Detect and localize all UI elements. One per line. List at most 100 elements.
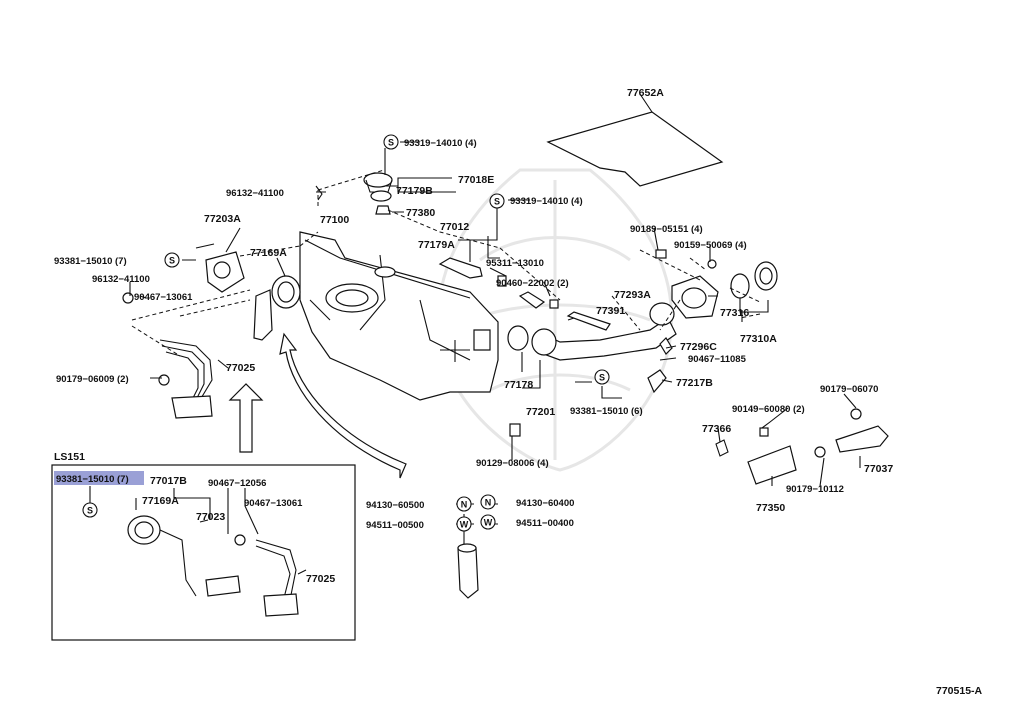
label-77316[interactable]: 77316 xyxy=(720,307,749,319)
inset-title: LS151 xyxy=(54,451,85,463)
fuel-pump[interactable] xyxy=(457,543,479,599)
label-94130-60400[interactable]: 94130−60400 xyxy=(516,498,574,509)
pump-bracket-77203A[interactable] xyxy=(195,243,245,293)
filler-neck-77293A[interactable] xyxy=(649,275,719,326)
arrow-to-tank xyxy=(279,332,407,479)
label-96132-41100-left[interactable]: 96132−41100 xyxy=(92,274,150,285)
label-77201[interactable]: 77201 xyxy=(526,406,555,418)
hose-77296C[interactable] xyxy=(659,337,673,355)
inset-label-90467-12056[interactable]: 90467−12056 xyxy=(208,478,266,489)
gasket-77178[interactable] xyxy=(507,325,529,351)
label-77310A[interactable]: 77310A xyxy=(740,333,777,345)
svg-text:N: N xyxy=(461,500,468,510)
label-77293A[interactable]: 77293A xyxy=(614,289,651,301)
inset-clip[interactable] xyxy=(234,534,246,546)
svg-text:W: W xyxy=(484,518,493,528)
label-77203A[interactable]: 77203A xyxy=(204,213,241,225)
label-94130-60500[interactable]: 94130−60500 xyxy=(366,500,424,511)
spring-77366[interactable] xyxy=(715,439,729,457)
label-77037[interactable]: 77037 xyxy=(864,463,893,475)
label-95311-13010[interactable]: 95311−13010 xyxy=(486,258,544,269)
label-77179B[interactable]: 77179B xyxy=(396,185,433,197)
label-77296C[interactable]: 77296C xyxy=(680,341,717,353)
inset-label-77017B[interactable]: 77017B xyxy=(150,475,187,487)
label-90159-50069[interactable]: 90159−50069 (4) xyxy=(674,240,747,251)
label-93319-14010-a[interactable]: 93319−14010 (4) xyxy=(404,138,477,149)
label-94511-00400[interactable]: 94511−00400 xyxy=(516,518,574,529)
label-90179-06070[interactable]: 90179−06070 xyxy=(820,384,878,395)
clip-96132-41100-top[interactable] xyxy=(315,185,323,201)
symbol-s-93381-6: S xyxy=(594,369,610,385)
label-90460-22002[interactable]: 90460−22002 (2) xyxy=(496,278,569,289)
symbol-w-right: W xyxy=(480,514,496,530)
label-90467-13061[interactable]: 90467−13061 xyxy=(134,292,193,303)
label-77217B[interactable]: 77217B xyxy=(676,377,713,389)
inset-label-77025[interactable]: 77025 xyxy=(306,573,335,585)
label-96132-41100-top[interactable]: 96132−41100 xyxy=(226,188,284,199)
label-90467-11085[interactable]: 90467−11085 xyxy=(688,354,747,365)
bolt-90129-08006[interactable] xyxy=(509,423,521,437)
label-77012[interactable]: 77012 xyxy=(440,221,469,233)
label-77391[interactable]: 77391 xyxy=(596,305,625,317)
breather-hose-77012[interactable] xyxy=(438,257,546,309)
label-90189-05151[interactable]: 90189−05151 (4) xyxy=(630,224,703,235)
svg-text:N: N xyxy=(485,498,492,508)
fuel-cap-77310A[interactable] xyxy=(730,261,778,299)
symbol-s-93381-left: S xyxy=(164,252,180,268)
fuel-lines-77025[interactable] xyxy=(159,339,213,419)
label-77018E[interactable]: 77018E xyxy=(458,174,494,186)
symbol-s-inset: S xyxy=(82,502,98,518)
label-90179-10112[interactable]: 90179−10112 xyxy=(786,484,844,495)
clip-90467-13061[interactable] xyxy=(122,292,134,304)
nut-90179-06009[interactable] xyxy=(158,374,170,386)
inset-fuel-lines[interactable] xyxy=(255,539,299,617)
sender-gauge-77018E[interactable] xyxy=(363,172,393,202)
svg-text:S: S xyxy=(494,197,500,207)
fuel-tank[interactable] xyxy=(299,231,499,401)
arrow-to-pump xyxy=(228,383,264,453)
filler-pipe-77201[interactable] xyxy=(531,315,677,361)
label-93381-15010-7[interactable]: 93381−15010 (7) xyxy=(54,256,127,267)
label-93319-14010-b[interactable]: 93319−14010 (4) xyxy=(510,196,583,207)
inset-label-77169A[interactable]: 77169A xyxy=(142,495,179,507)
opener-77037[interactable] xyxy=(814,408,889,458)
symbol-w-left: W xyxy=(456,516,472,532)
inset-label-77023[interactable]: 77023 xyxy=(196,511,225,523)
grommet-77380[interactable] xyxy=(375,205,391,215)
clip-90460-22002[interactable] xyxy=(549,299,559,309)
label-90149-60080[interactable]: 90149−60080 (2) xyxy=(732,404,805,415)
inset-pump-assembly[interactable] xyxy=(127,515,241,597)
inset-label-93381-15010-7[interactable]: 93381−15010 (7) xyxy=(56,474,129,485)
svg-text:S: S xyxy=(599,373,605,383)
label-77366[interactable]: 77366 xyxy=(702,423,731,435)
svg-text:S: S xyxy=(87,506,93,516)
gasket-77169A[interactable] xyxy=(271,275,301,309)
label-77350[interactable]: 77350 xyxy=(756,502,785,514)
screw-90149-60080[interactable] xyxy=(759,427,769,437)
label-77100[interactable]: 77100 xyxy=(320,214,349,226)
label-90129-08006[interactable]: 90129−08006 (4) xyxy=(476,458,549,469)
hose-77217B[interactable] xyxy=(647,369,667,394)
label-93381-15010-6[interactable]: 93381−15010 (6) xyxy=(570,406,643,417)
label-77179A[interactable]: 77179A xyxy=(418,239,455,251)
screw-90159-50069[interactable] xyxy=(707,259,717,269)
svg-text:S: S xyxy=(388,138,394,148)
fuel-door-77350[interactable] xyxy=(747,445,797,485)
label-90179-06009[interactable]: 90179−06009 (2) xyxy=(56,374,129,385)
highlight-93381-15010[interactable] xyxy=(54,471,144,485)
symbol-n-right: N xyxy=(480,494,496,510)
label-77380[interactable]: 77380 xyxy=(406,207,435,219)
tank-cover-77652A[interactable] xyxy=(546,111,724,187)
hose-77391[interactable] xyxy=(566,311,611,331)
label-94511-00500[interactable]: 94511−00500 xyxy=(366,520,424,531)
inset-label-90467-13061[interactable]: 90467−13061 xyxy=(244,498,303,509)
label-77178[interactable]: 77178 xyxy=(504,379,533,391)
svg-text:S: S xyxy=(169,256,175,266)
label-77025[interactable]: 77025 xyxy=(226,362,255,374)
label-77169A[interactable]: 77169A xyxy=(250,247,287,259)
tank-bracket[interactable] xyxy=(253,289,273,341)
label-77652A[interactable]: 77652A xyxy=(627,87,664,99)
screw-90189-05151[interactable] xyxy=(655,249,667,259)
symbol-n-left: N xyxy=(456,496,472,512)
